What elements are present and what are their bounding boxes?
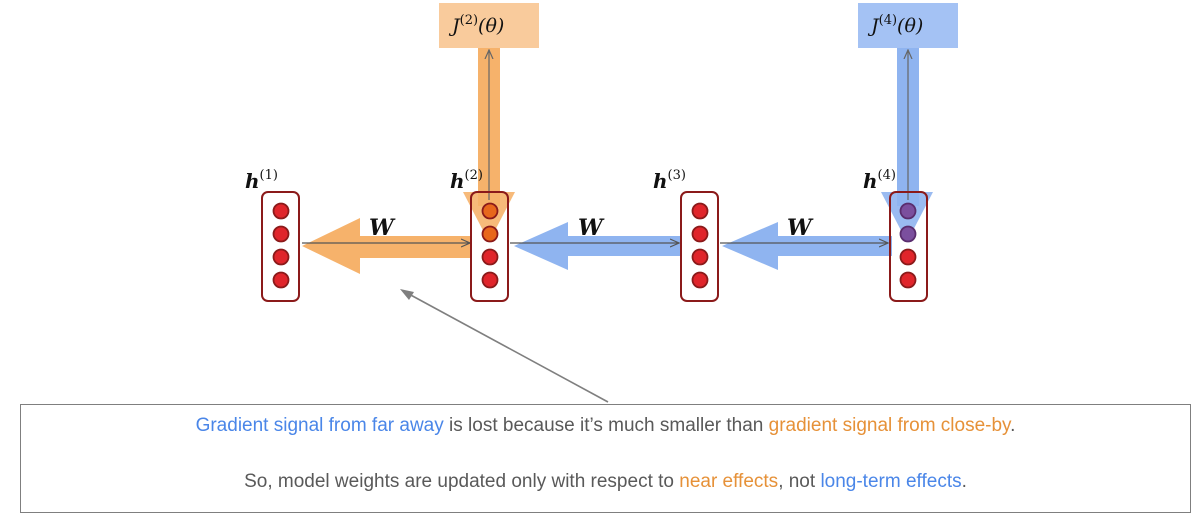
hidden-label-3: h(3) (653, 168, 686, 193)
near-effects-text: near effects (679, 471, 779, 492)
line1-end-text: . (1010, 415, 1016, 436)
hidden-vector-2 (470, 191, 509, 302)
weight-label-1: W (369, 215, 396, 241)
hidden-vector-1 (261, 191, 300, 302)
blue-backprop-arrow-2 (722, 222, 892, 270)
hidden-vector-4 (889, 191, 928, 302)
blue-backprop-arrow-1 (514, 222, 682, 270)
hidden-label-4: h(4) (863, 168, 896, 193)
loss-label-2: J(2)(θ) (448, 13, 504, 37)
line2-end-text: . (961, 471, 967, 492)
loss-box-4 (858, 3, 958, 48)
line1-middle-text: is lost because it’s much smaller than (443, 415, 769, 436)
explanation-box: Gradient signal from far away is lost be… (20, 404, 1191, 513)
long-term-effects-text: long-term effects (820, 471, 962, 492)
weight-label-3: W (787, 215, 814, 241)
callout-line (406, 292, 609, 403)
explanation-line-1: Gradient signal from far away is lost be… (21, 415, 1190, 437)
loss-box-2 (439, 3, 539, 48)
loss-label-4: J(4)(θ) (867, 13, 923, 37)
explanation-line-2: So, model weights are updated only with … (21, 471, 1190, 493)
far-gradient-text: Gradient signal from far away (195, 415, 444, 436)
callout-arrowhead (400, 289, 414, 300)
weight-label-2: W (578, 215, 605, 241)
rnn-gradient-diagram: h(1) h(2) h(3) h(4) W W W J(2)(θ) J(4)(θ… (245, 3, 958, 403)
line2-start-text: So, model weights are updated only with … (244, 471, 680, 492)
orange-backprop-arrow (302, 218, 472, 274)
hidden-label-2: h(2) (450, 168, 483, 193)
hidden-vector-3 (680, 191, 719, 302)
line2-middle-text: , not (778, 471, 821, 492)
close-gradient-text: gradient signal from close-by (768, 415, 1011, 436)
hidden-label-1: h(1) (245, 168, 278, 193)
